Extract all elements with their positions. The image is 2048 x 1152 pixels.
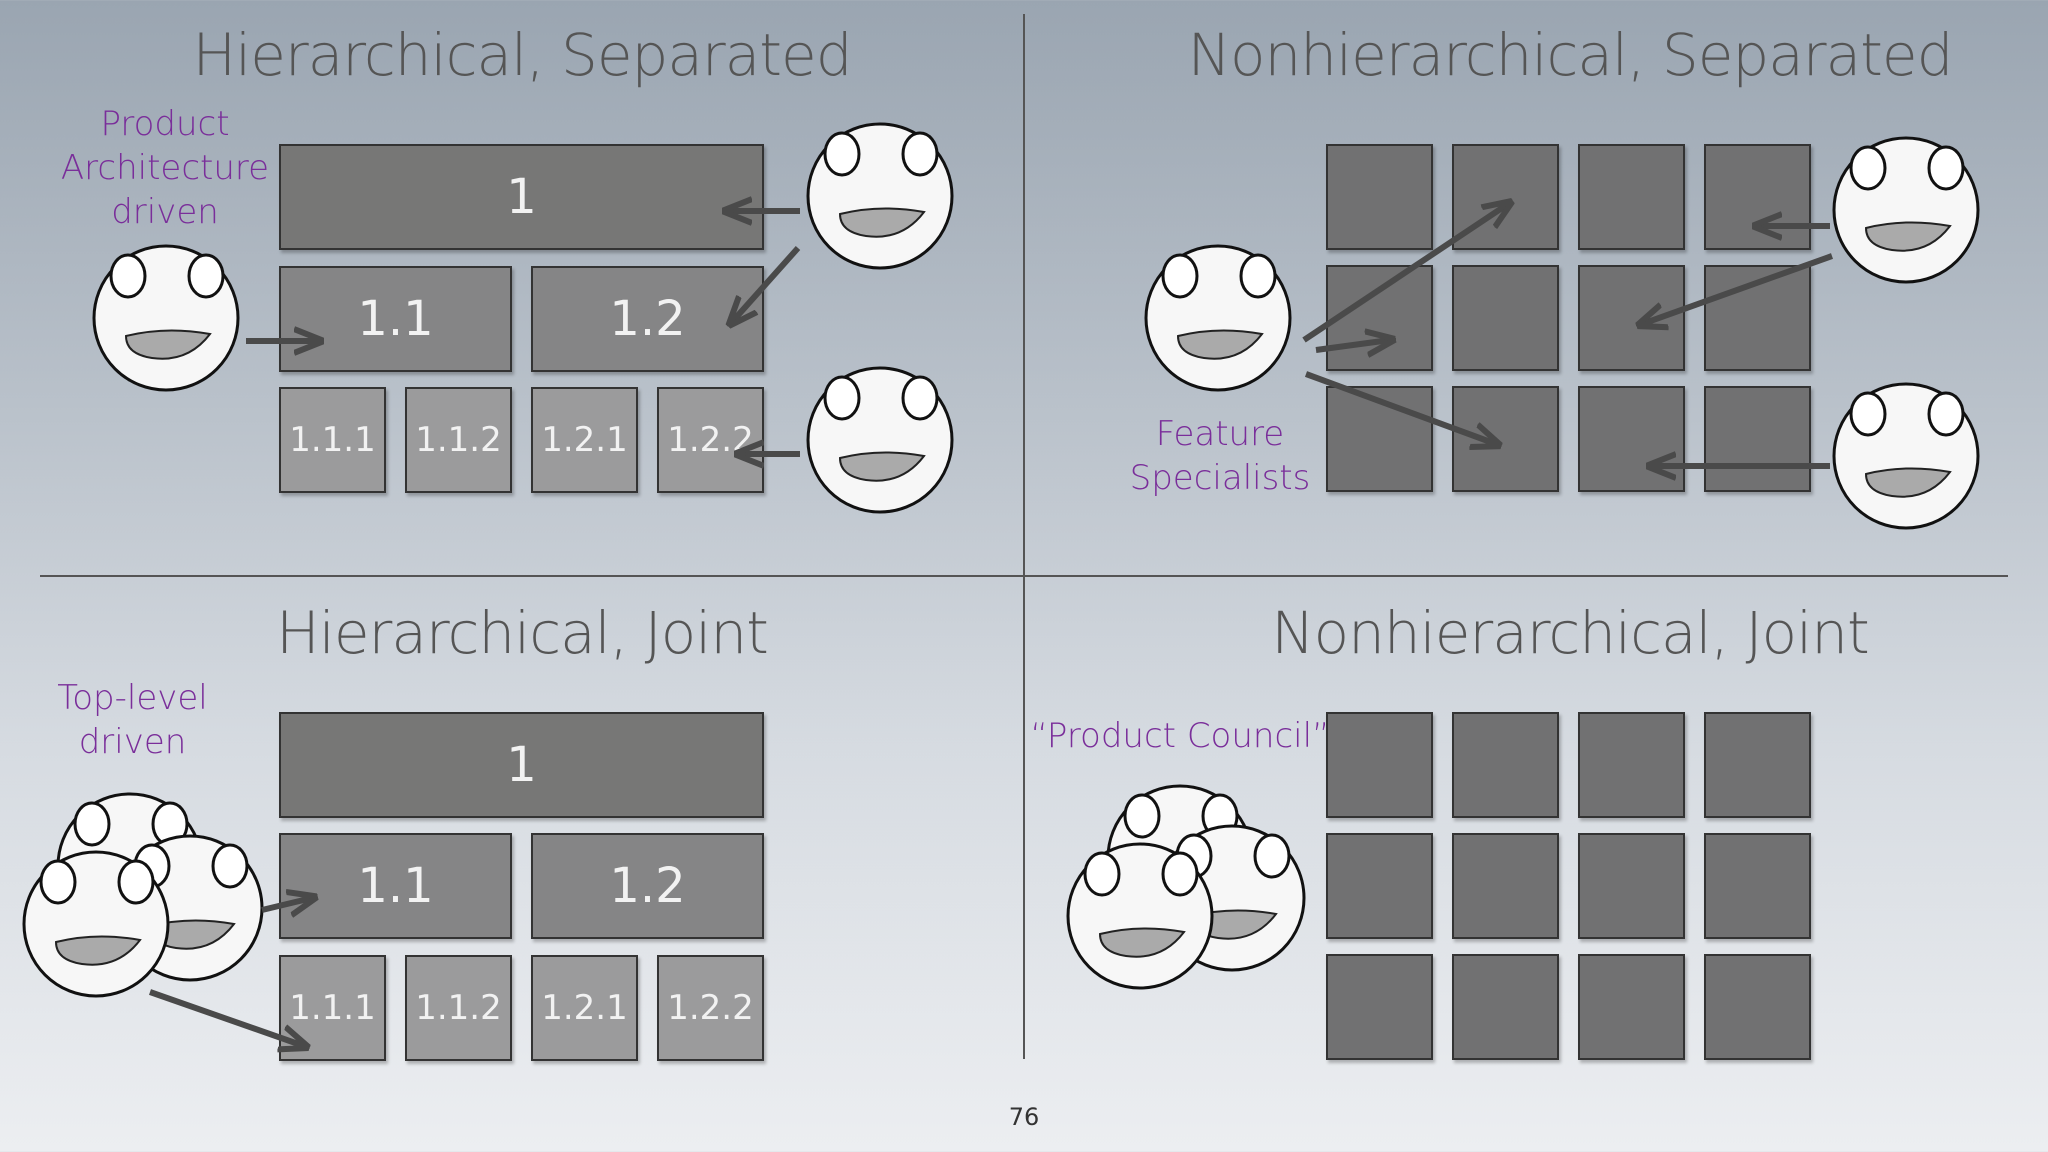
smiley-face-icon xyxy=(1832,382,1980,530)
feature-cell xyxy=(1326,144,1433,250)
smiley-face-icon xyxy=(806,122,954,270)
module-box-1-1: 1.1 xyxy=(279,266,512,372)
smiley-face-icon xyxy=(1832,136,1980,284)
feature-cell xyxy=(1326,712,1433,818)
arrow-icon xyxy=(732,246,801,322)
smiley-face-icon xyxy=(1144,244,1292,392)
label-product-architecture-driven: Product Architecture driven xyxy=(60,102,270,234)
arrow-icon xyxy=(1302,204,1508,343)
feature-cell xyxy=(1578,954,1685,1060)
label-line: Architecture xyxy=(60,148,270,188)
arrow-icon xyxy=(1642,253,1834,324)
arrow-icon xyxy=(149,989,304,1046)
feature-cell xyxy=(1452,712,1559,818)
smiley-face-icon xyxy=(806,366,954,514)
smiley-face-icon xyxy=(22,850,170,998)
quadrant-title-hierarchical-separated: Hierarchical, Separated xyxy=(192,21,852,89)
label-line: Specialists xyxy=(1129,458,1311,498)
label-top-level-driven: Top-level driven xyxy=(30,676,235,764)
feature-cell xyxy=(1578,144,1685,250)
smiley-face-icon xyxy=(92,244,240,392)
label-line: driven xyxy=(78,722,187,762)
feature-cell xyxy=(1326,833,1433,939)
module-box-1-2: 1.2 xyxy=(531,833,764,939)
feature-cell xyxy=(1452,833,1559,939)
feature-cell xyxy=(1578,833,1685,939)
module-box-1-1-2: 1.1.2 xyxy=(405,955,512,1061)
module-box-1-2-2: 1.2.2 xyxy=(657,955,764,1061)
quadrant-title-nonhierarchical-separated: Nonhierarchical, Separated xyxy=(1187,21,1954,89)
arrow-icon xyxy=(261,898,312,910)
horizontal-divider xyxy=(40,575,2008,577)
feature-cell xyxy=(1704,954,1811,1060)
module-box-1-1-1: 1.1.1 xyxy=(279,955,386,1061)
arrow-icon xyxy=(1304,371,1496,444)
module-box-1-1-2: 1.1.2 xyxy=(405,387,512,493)
module-box-1-1-1: 1.1.1 xyxy=(279,387,386,493)
vertical-divider xyxy=(1023,14,1025,1059)
feature-cell xyxy=(1704,386,1811,492)
feature-cell xyxy=(1578,712,1685,818)
module-box-1-2-1: 1.2.1 xyxy=(531,955,638,1061)
label-line: Feature xyxy=(1155,414,1285,454)
feature-cell xyxy=(1452,954,1559,1060)
label-product-council: “Product Council” xyxy=(1030,716,1330,756)
label-line: driven xyxy=(111,192,219,232)
feature-cell xyxy=(1704,712,1811,818)
module-box-1-2: 1.2 xyxy=(531,266,764,372)
feature-cell xyxy=(1326,954,1433,1060)
module-box-1-2-1: 1.2.1 xyxy=(531,387,638,493)
smiley-face-icon xyxy=(1066,842,1214,990)
page-number: 76 xyxy=(1008,1103,1040,1131)
module-box-root: 1 xyxy=(279,712,764,818)
feature-cell xyxy=(1452,265,1559,371)
feature-cell xyxy=(1704,833,1811,939)
module-box-1-1: 1.1 xyxy=(279,833,512,939)
label-feature-specialists: Feature Specialists xyxy=(1120,412,1320,500)
module-box-root: 1 xyxy=(279,144,764,250)
label-line: Top-level xyxy=(57,678,208,718)
label-line: Product xyxy=(100,104,230,144)
arrow-icon xyxy=(1315,340,1390,350)
quadrant-title-nonhierarchical-joint: Nonhierarchical, Joint xyxy=(1271,599,1870,667)
quadrant-title-hierarchical-joint: Hierarchical, Joint xyxy=(276,599,769,667)
